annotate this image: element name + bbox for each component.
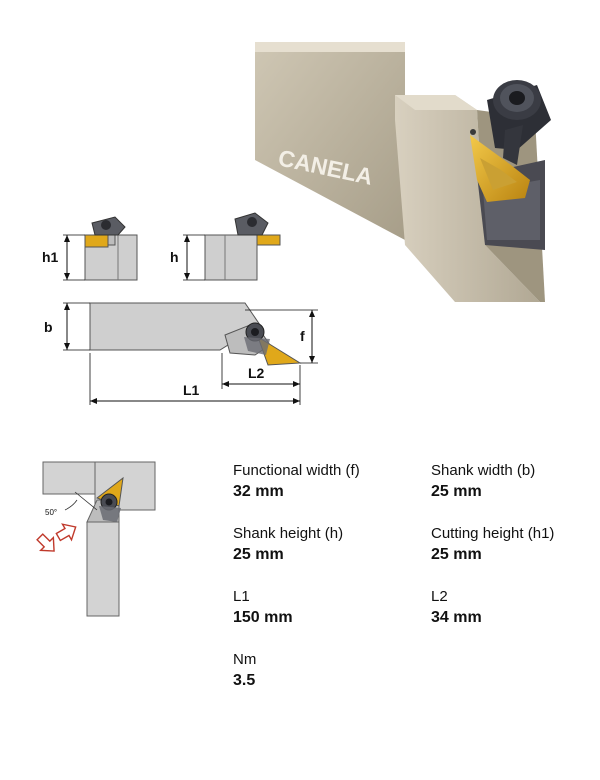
spec-value: 25 mm — [233, 546, 284, 563]
top-view — [89, 302, 302, 366]
spec-label: Shank height (h) — [233, 525, 344, 542]
front-view-right — [204, 212, 281, 281]
spec-label: Cutting height (h1) — [431, 525, 555, 542]
spec-label: L1 — [233, 588, 250, 605]
label-f: f — [300, 328, 305, 344]
spec-value: 3.5 — [233, 672, 256, 689]
spec-value: 34 mm — [431, 609, 482, 626]
spec-label: Shank width (b) — [431, 462, 536, 479]
label-L1: L1 — [183, 382, 200, 398]
label-h1: h1 — [42, 249, 59, 265]
spec-shank-width: Shank width (b) 25 mm — [431, 462, 535, 501]
spec-shank-height: Shank height (h) 25 mm — [233, 525, 343, 564]
front-view-left — [84, 216, 138, 281]
technical-drawing: h1 h b — [30, 205, 330, 410]
spec-label: Functional width (f) — [233, 462, 360, 479]
spec-label: Nm — [233, 651, 257, 668]
spec-cutting-height: Cutting height (h1) 25 mm — [431, 525, 554, 564]
spec-l1: L1 150 mm — [233, 588, 293, 627]
approach-angle-diagram: 50° — [36, 461, 156, 617]
spec-functional-width: Functional width (f) 32 mm — [233, 462, 360, 501]
application-diagram: 50° — [35, 460, 165, 620]
label-h: h — [170, 249, 179, 265]
spec-value: 32 mm — [233, 483, 284, 500]
spec-value: 25 mm — [431, 546, 482, 563]
angle-label: 50° — [45, 508, 57, 517]
spec-value: 150 mm — [233, 609, 293, 626]
label-b: b — [44, 319, 53, 335]
label-L2: L2 — [248, 365, 265, 381]
feed-arrow-horizontal-icon — [55, 523, 77, 542]
dimension-drawing: h1 h b — [42, 212, 318, 405]
spec-nm: Nm 3.5 — [233, 651, 256, 690]
spec-value: 25 mm — [431, 483, 482, 500]
product-photo: CANELA — [255, 40, 555, 310]
spec-l2: L2 34 mm — [431, 588, 482, 627]
tool-holder-illustration: CANELA — [255, 42, 551, 302]
feed-arrow-vertical-icon — [36, 533, 55, 552]
spec-label: L2 — [431, 588, 448, 605]
